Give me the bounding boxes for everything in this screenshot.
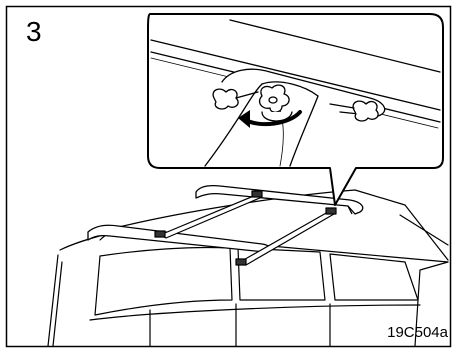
clamp <box>326 208 336 214</box>
window-front <box>330 254 418 300</box>
window-rear <box>95 247 232 315</box>
figure-code: 19C504a <box>387 325 448 340</box>
roof-outline <box>115 190 448 260</box>
clamp <box>155 231 165 237</box>
clamp <box>236 259 246 265</box>
cross-bar-rear <box>160 195 262 238</box>
detail-callout <box>148 14 443 205</box>
clamp <box>252 191 262 197</box>
cross-bar-front <box>240 212 334 265</box>
step-number: 3 <box>26 18 42 46</box>
vehicle-drawing <box>48 190 448 346</box>
